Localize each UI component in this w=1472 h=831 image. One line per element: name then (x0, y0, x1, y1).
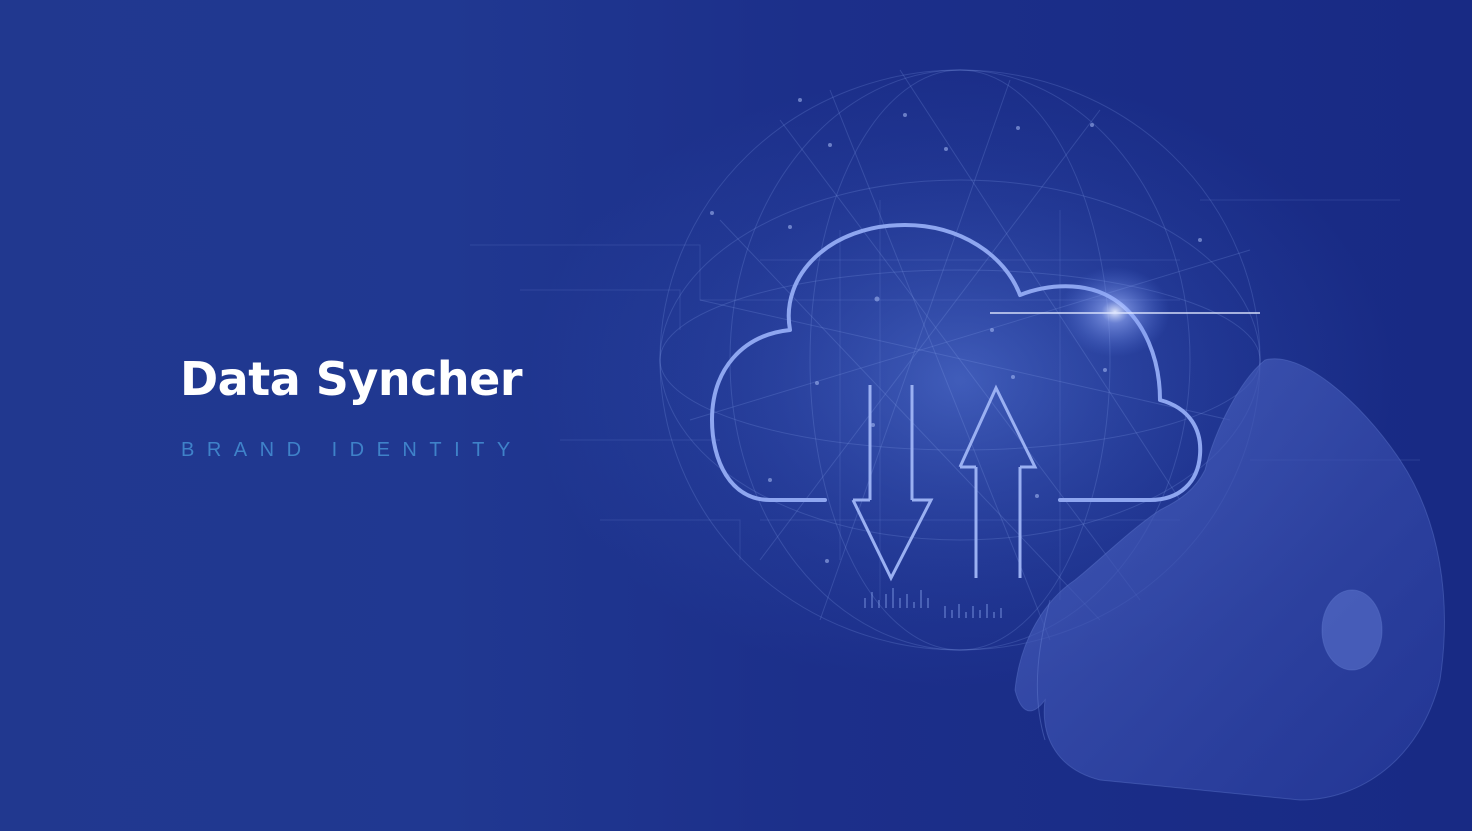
lens-flare (990, 267, 1260, 357)
download-arrow-icon (851, 385, 934, 582)
cloud-icon (710, 223, 1203, 502)
hand (1014, 358, 1445, 801)
brand-title: Data Syncher (180, 352, 523, 406)
network-nodes (710, 98, 1202, 563)
equalizer-bars (864, 588, 1002, 618)
network-globe (659, 69, 1261, 651)
upload-arrow-icon (958, 384, 1038, 578)
brand-subtitle: BRAND IDENTITY (181, 439, 523, 461)
